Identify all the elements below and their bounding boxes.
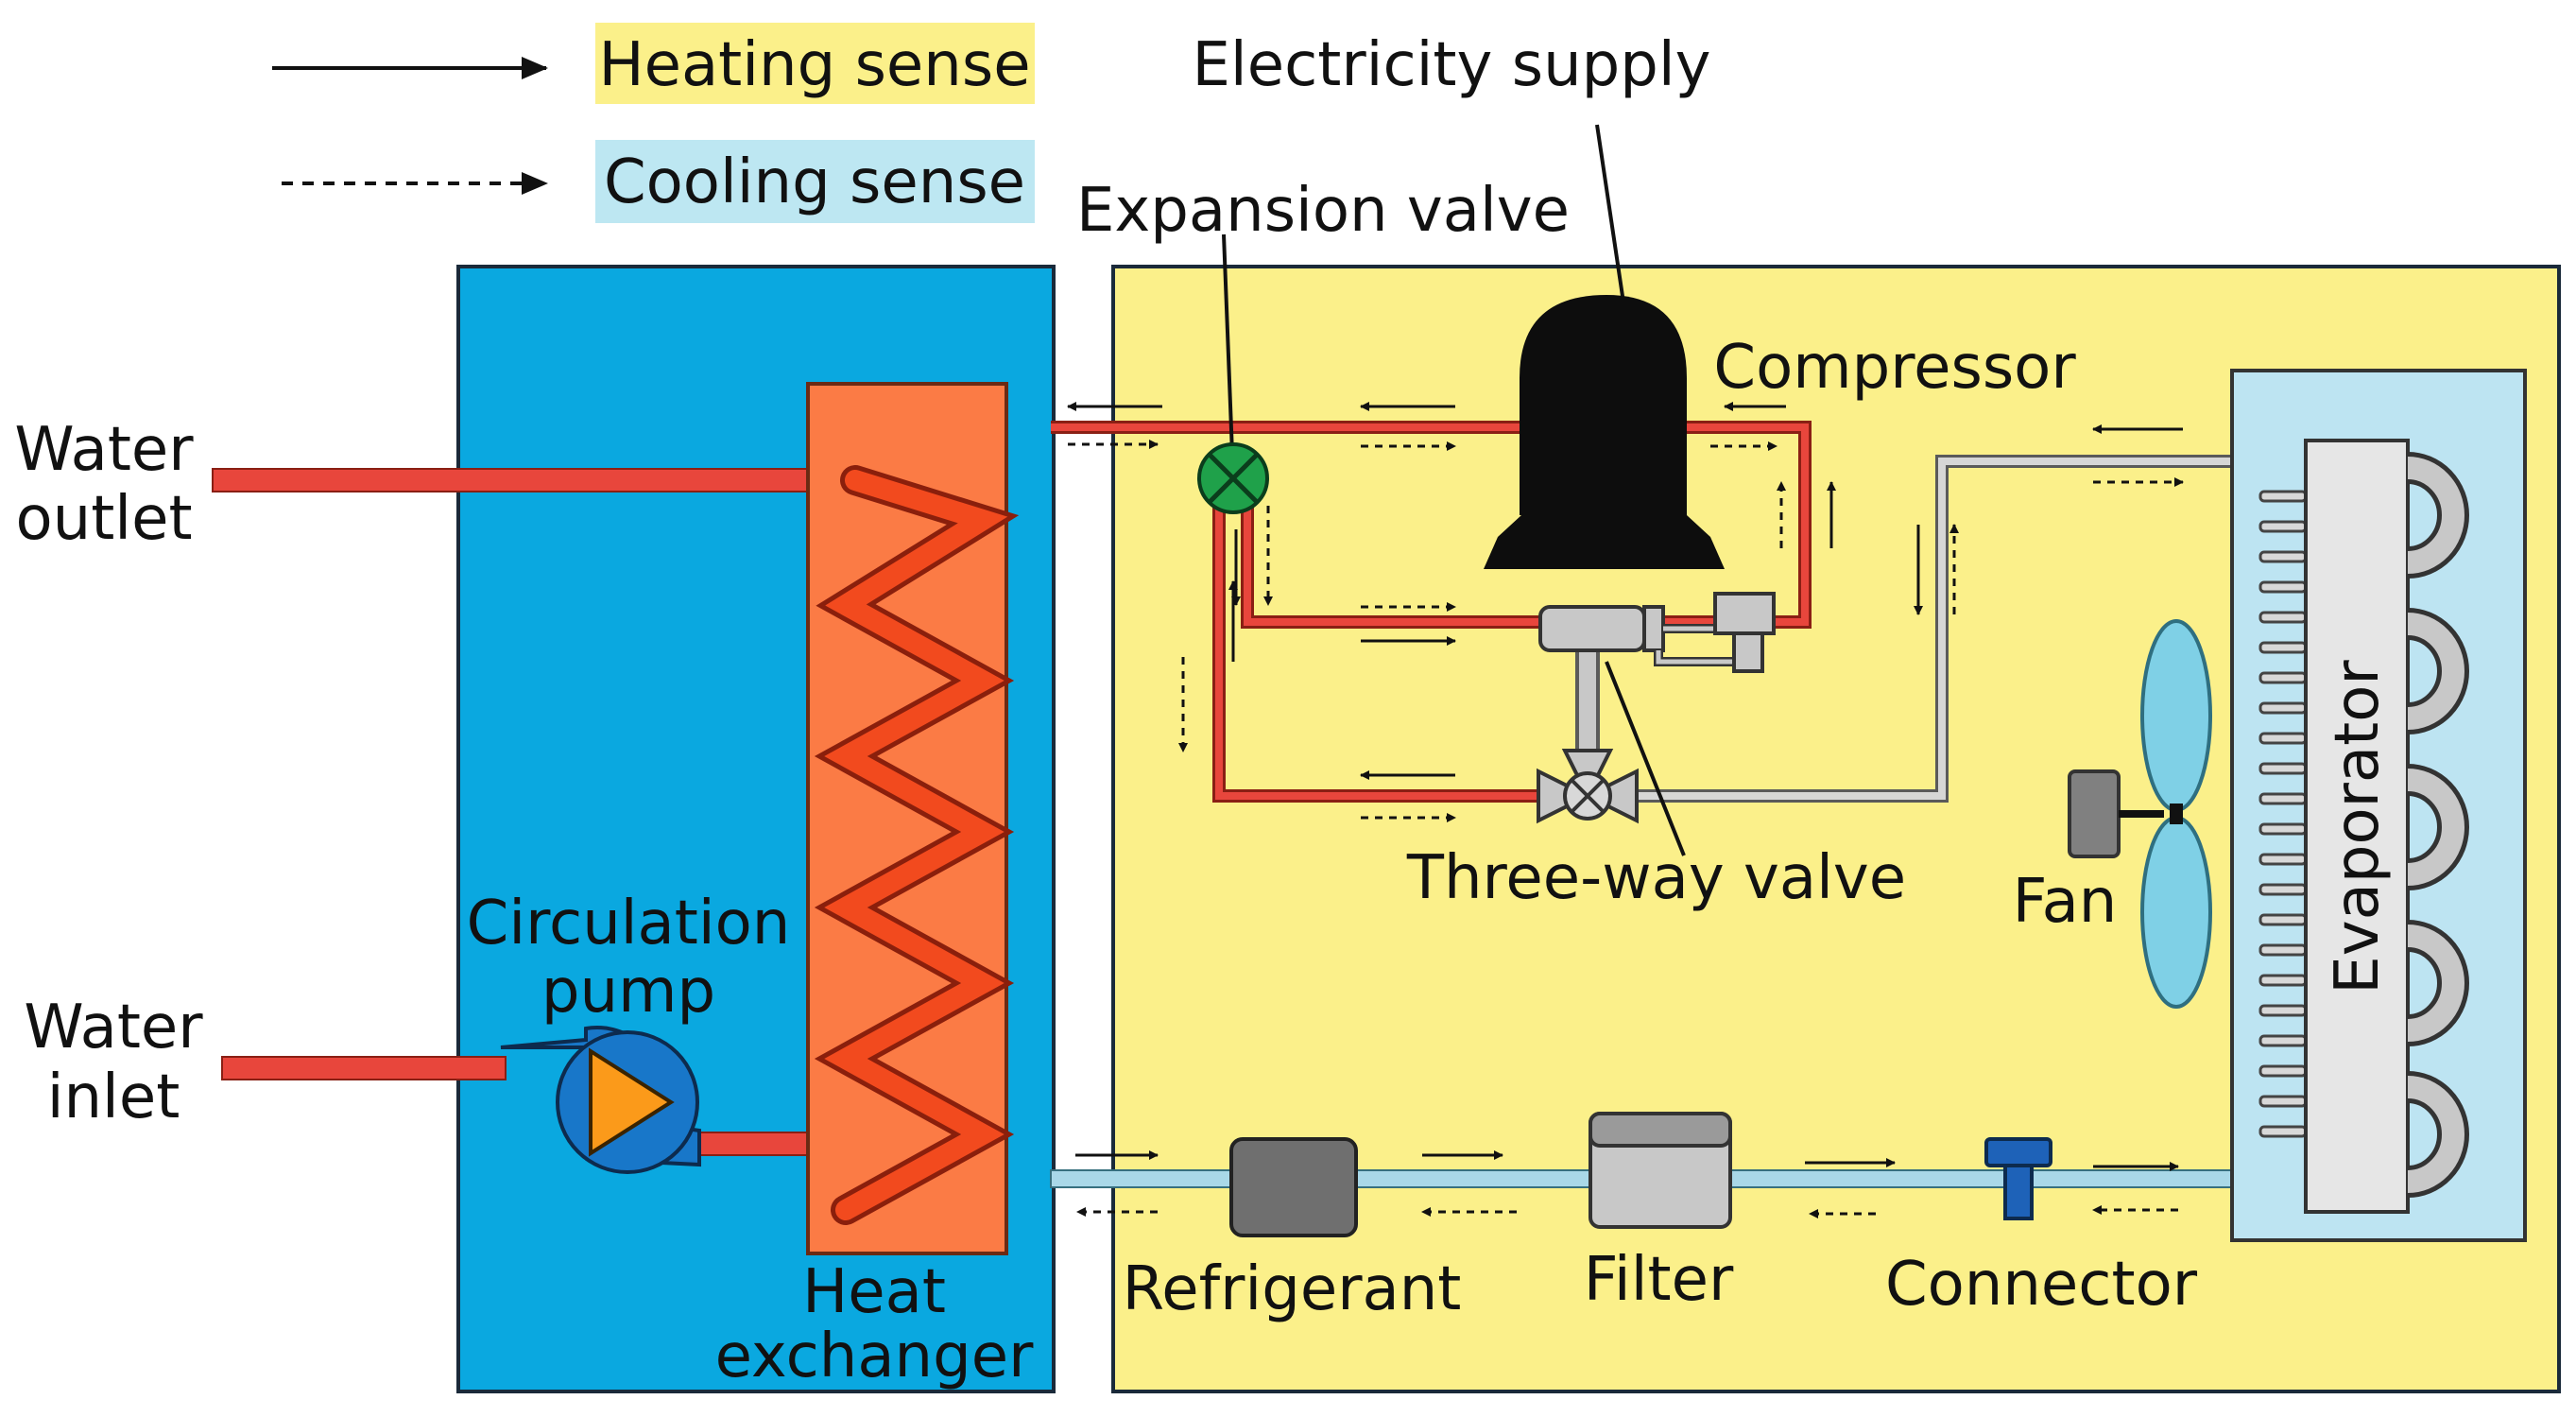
evaporator [2230, 369, 2527, 1242]
legend-heating-label: Heating sense [598, 30, 1030, 100]
label-refrigerant: Refrigerant [1123, 1254, 1462, 1324]
label-fan: Fan [2013, 867, 2118, 937]
refrigerant-container [1229, 1137, 1358, 1237]
heat-exchanger-coil-inner [824, 470, 1008, 1220]
reversing-valve-fork [1642, 605, 1665, 652]
compressor [1484, 124, 1725, 569]
solenoid-plunger [1732, 631, 1764, 673]
evaporator-return-bends [2407, 452, 2469, 1198]
label-water-outlet-line2: outlet [15, 484, 192, 554]
reversing-valve-assembly [1538, 592, 1776, 673]
compressor-body [1520, 295, 1687, 515]
label-heat-exchanger-line2: exchanger [715, 1322, 1035, 1391]
label-water-inlet-line1: Water [24, 993, 203, 1063]
legend-cooling-box [595, 140, 1035, 223]
label-circulation-pump-line2: pump [541, 957, 715, 1027]
solenoid-coil [1713, 592, 1776, 635]
legend: Heating sense Cooling sense [272, 23, 1035, 223]
label-water-outlet-line1: Water [14, 415, 194, 485]
fan-motor [2068, 769, 2121, 858]
fan [2068, 619, 2212, 1009]
label-circulation-pump-line1: Circulation [467, 889, 791, 959]
filter [1589, 1112, 1732, 1229]
flow-arrows-cooling [1068, 440, 2184, 1218]
label-expansion-valve: Expansion valve [1076, 176, 1570, 246]
flow-arrows-heating [1067, 402, 2183, 1171]
connector [1984, 1137, 2052, 1220]
pump-triangle-icon [589, 1047, 675, 1157]
legend-heating-box [595, 23, 1035, 104]
label-filter: Filter [1584, 1245, 1734, 1315]
circulation-pump [500, 1026, 701, 1174]
fan-blade-bottom [2140, 816, 2212, 1009]
compressor-base [1484, 515, 1725, 569]
three-way-valve [1537, 661, 1686, 856]
label-water-inlet-line2: inlet [47, 1063, 180, 1132]
label-compressor: Compressor [1713, 333, 2076, 403]
three-way-valve-leader [1605, 661, 1686, 856]
water-outlet-pipe [212, 468, 856, 492]
pump-to-exchanger-pipe [698, 1132, 812, 1156]
fan-blade-top [2140, 619, 2212, 812]
label-three-way-valve: Three-way valve [1406, 843, 1906, 913]
filter-cap [1589, 1112, 1732, 1148]
label-electricity-supply: Electricity supply [1192, 30, 1710, 100]
legend-cooling-label: Cooling sense [604, 147, 1025, 217]
label-connector: Connector [1885, 1250, 2198, 1320]
water-inlet-pipe [221, 1056, 507, 1080]
label-heat-exchanger-line1: Heat [802, 1257, 946, 1327]
expansion-valve [1197, 233, 1269, 514]
electricity-supply-cable [1595, 124, 1625, 303]
reversing-valve-body [1538, 605, 1646, 652]
label-evaporator: Evaporator [2323, 660, 2393, 994]
evaporator-core [2304, 439, 2410, 1214]
